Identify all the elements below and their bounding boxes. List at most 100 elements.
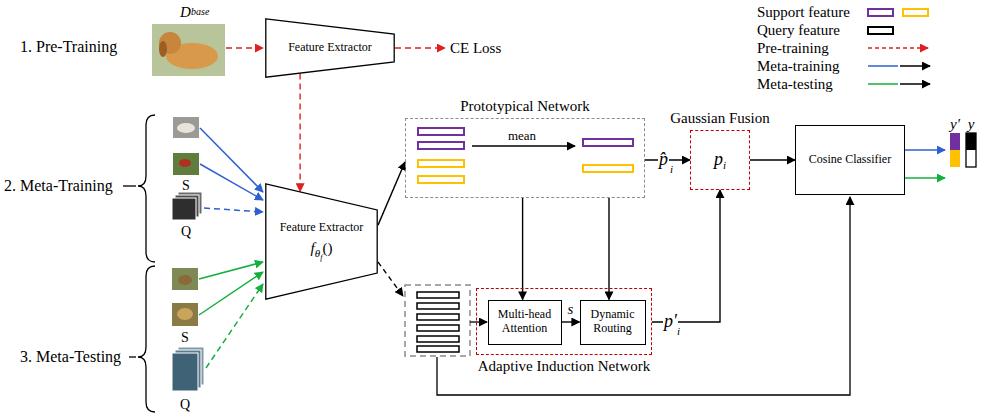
dataset-symbol-box: D [180,3,191,21]
legend-sample [900,65,930,67]
node-label: Multi-head Attention [498,307,551,335]
legend-label: Support feature [757,4,850,20]
edge-label-box: s [567,300,575,318]
node-body: Feature Extractor fθf() [280,221,364,263]
prototype-feature [583,139,633,146]
photo-thumbnail [173,117,199,138]
photo-detail [178,275,192,285]
node-label: Feature Extractor [288,40,372,54]
connector [522,198,523,300]
set-label-box: S [182,176,190,194]
curly-brace [138,115,155,262]
legend-label-box: Meta-training [757,57,839,75]
legend-label-box: Query feature [757,21,840,39]
text-line: Dynamic Routing [583,308,643,336]
photo-detail [159,41,167,57]
legend-sample [868,65,898,67]
output-label: y [968,116,975,132]
legend-label: Query feature [757,22,840,38]
node-body: Cosine Classifier [809,153,891,167]
meta-test-arrow [199,272,263,315]
support-feature [418,128,464,135]
fusion-box: Gaussian Fusionpi [690,130,750,190]
math-subscript: i [669,163,674,175]
operation-label-box: mean [508,126,536,144]
stage-label-box: 2. Meta-Training [4,177,113,195]
set-label: S [182,178,190,193]
math-symbol: p̂ [658,149,669,169]
set-label: Q [181,224,191,239]
function-symbol: f [320,253,322,262]
group-heading: Gaussian Fusion [670,110,770,126]
node-label: Dynamic Routing [591,307,635,335]
math-symbol: p [714,149,723,169]
legend-label: Meta-testing [757,76,833,92]
photo-detail [177,308,193,320]
curly-brace [138,266,155,412]
support-feature [418,160,464,167]
label-swatch [966,133,976,150]
node-body: pi [714,149,726,172]
photo-thumbnail [172,303,198,326]
dataset-superscript: base [191,6,209,17]
math-subscript-box: i [676,321,681,339]
text-line: pi [714,149,726,172]
operation-label: mean [508,128,536,143]
math-subscript: i [676,325,681,337]
connector [652,190,720,322]
text-line: Feature Extractor [280,221,364,235]
query-arrow [378,262,403,296]
output-arrow [905,149,945,151]
node-label: Cosine Classifier [809,152,891,166]
legend-sample [868,83,898,85]
stage-label-box: 3. Meta-Testing [20,348,121,366]
stage-label: 1. Pre-Training [20,38,117,55]
query-arrow [470,321,487,322]
query-feature [417,292,459,298]
legend-sample [900,83,930,85]
classifier-box: Cosine Classifier [795,125,905,195]
function-symbol: f [311,240,315,256]
loss-label-box: CE Loss [450,39,501,57]
group-heading: Prototypical Network [460,98,590,114]
connector [299,74,300,192]
node-outline [265,183,378,300]
text-line: fθf() [280,240,364,262]
support-feature [418,176,464,183]
meta-test-arrow [206,284,263,368]
math-subscript-box: i [669,159,674,177]
photo-thumbnail [173,153,199,175]
query-feature [417,325,459,331]
set-label-box: Q [180,395,190,413]
photo-thumbnail [172,268,198,290]
output-label-box: y′ [950,115,960,133]
photo-stack [172,198,196,220]
query-group [405,285,470,356]
legend-label-box: Pre-training [757,39,829,57]
feature-extractor: Feature Extractor [265,18,395,78]
connector [562,321,580,322]
stage-label: 2. Meta-Training [4,177,113,194]
connector [608,198,609,300]
query-feature [417,303,459,309]
network-group: Adaptive Induction NetworkMulti-head Att… [476,288,652,355]
connector [378,162,405,225]
math-symbol: i [723,159,726,171]
edge-label: s [567,301,575,317]
set-label: Q [180,397,190,412]
group-heading: Adaptive Induction Network [478,358,650,374]
text-line: Cosine Classifier [809,153,891,167]
label-swatch [966,133,976,167]
meta-test-arrow [199,262,263,279]
support-feature [418,142,464,149]
text-line: Feature Extractor [288,41,372,55]
trapezoid-shape [266,19,394,77]
stage-label-box: 1. Pre-Training [20,38,117,56]
mean-arrow [472,145,575,146]
stage-label: 3. Meta-Testing [20,348,121,365]
legend-label: Meta-training [757,58,839,74]
pretrain-arrow [226,47,263,49]
